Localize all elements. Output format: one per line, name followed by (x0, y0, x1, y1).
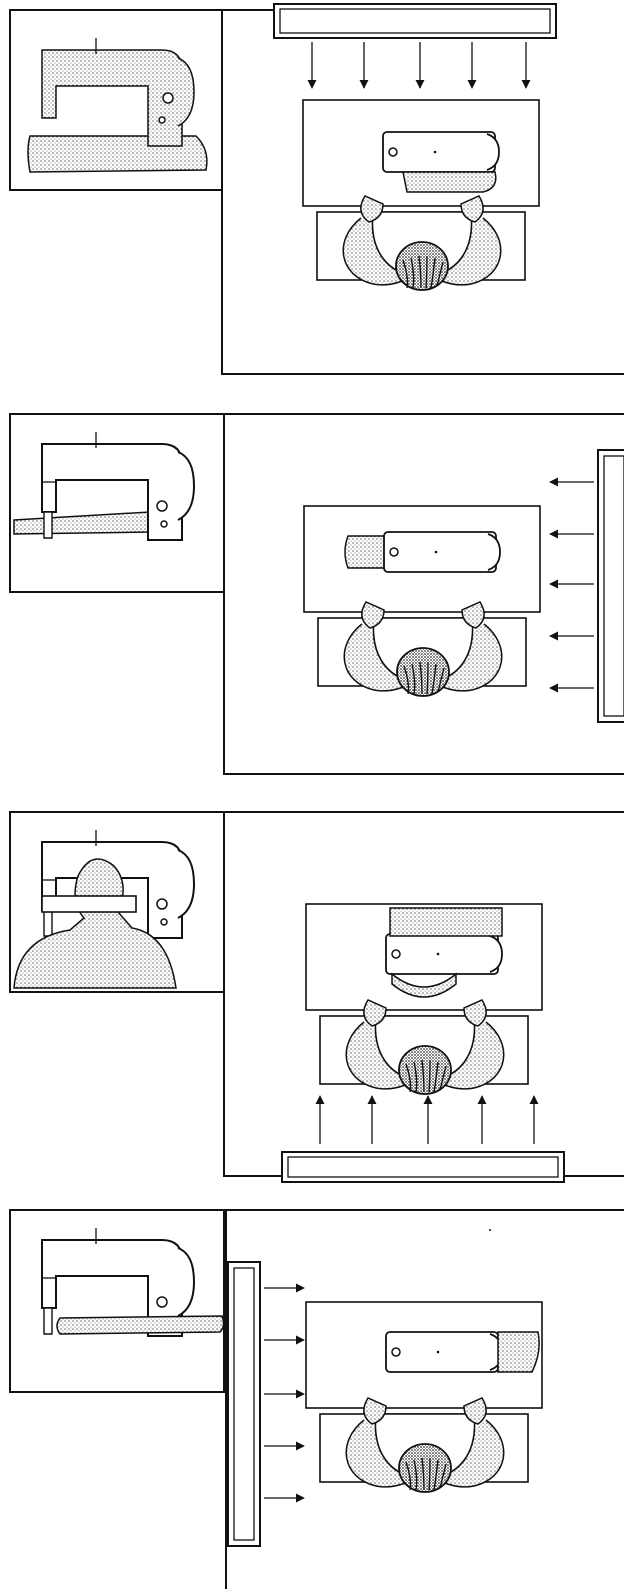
operator-workstation-4 (306, 1302, 542, 1492)
panel-3-diagram (0, 806, 624, 1184)
light-fixture-right (598, 450, 624, 722)
room-plan-4 (224, 1210, 624, 1589)
panel-light-behind (0, 806, 624, 1184)
room-plan-2 (224, 414, 624, 774)
operator-workstation-1 (303, 100, 539, 290)
speck (489, 1229, 491, 1231)
room-plan-1 (222, 4, 624, 374)
panel-4-diagram (0, 1204, 624, 1589)
operator-workstation-2 (304, 506, 540, 696)
room-plan-3 (224, 812, 624, 1182)
inset-sewing-machine-4 (10, 1210, 224, 1392)
panel-light-above (0, 0, 624, 380)
inset-sewing-machine-3 (10, 812, 224, 992)
panel-light-right (0, 408, 624, 780)
light-arrows-right (264, 1288, 304, 1498)
inset-sewing-machine-1 (10, 10, 222, 190)
light-fixture-top (274, 4, 556, 38)
panel-1-diagram (0, 0, 624, 380)
light-arrows-up (320, 1096, 534, 1144)
panel-light-left (0, 1204, 624, 1589)
light-fixture-bottom (282, 1152, 564, 1182)
light-arrows-down (312, 42, 526, 88)
inset-sewing-machine-2 (10, 414, 224, 592)
panel-2-diagram (0, 408, 624, 780)
light-fixture-left (228, 1262, 260, 1546)
operator-workstation-3 (306, 904, 542, 1094)
light-arrows-left (550, 482, 594, 688)
